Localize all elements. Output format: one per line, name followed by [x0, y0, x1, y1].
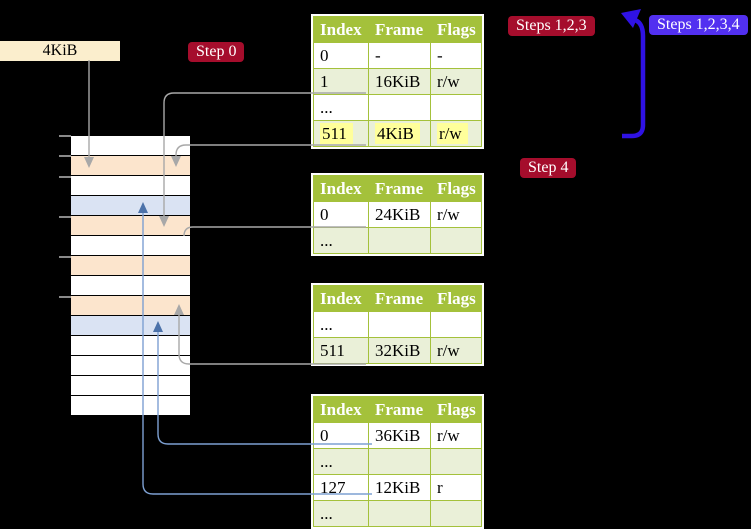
table-cell: [430, 227, 482, 254]
table-row: ...: [313, 500, 482, 527]
table-cell: r/w: [430, 201, 482, 228]
table-row: ...: [313, 311, 482, 338]
table-cell: [430, 311, 482, 338]
table-cell: [368, 311, 431, 338]
memory-row: [71, 176, 190, 195]
table-cell: [368, 94, 431, 121]
table-cell: r: [430, 474, 482, 501]
steps-123-badge: Steps 1,2,3: [508, 16, 595, 36]
table-header-cell: Flags: [430, 16, 482, 43]
table-cell: [368, 227, 431, 254]
table-header-cell: Frame: [368, 396, 431, 423]
table-cell: ...: [313, 500, 369, 527]
memory-row: [71, 296, 190, 315]
memory-tick: [59, 216, 71, 218]
physical-memory-column: [71, 136, 190, 415]
table-row: ...: [313, 448, 482, 475]
table-header-cell: Flags: [430, 175, 482, 202]
table-header-cell: Index: [313, 396, 369, 423]
table-cell: [430, 448, 482, 475]
table-cell: 0: [313, 201, 369, 228]
table-header-cell: Index: [313, 175, 369, 202]
memory-row: [71, 136, 190, 155]
table-cell: 511: [313, 337, 369, 364]
memory-row: [71, 356, 190, 375]
memory-row: [71, 316, 190, 335]
table-cell: [368, 500, 431, 527]
steps-loop-arrow: [621, 9, 646, 139]
table-row: ...: [313, 94, 482, 121]
table-cell: 32KiB: [368, 337, 431, 364]
table-cell: r/w: [430, 337, 482, 364]
table-header-cell: Index: [313, 285, 369, 312]
table-cell: r/w: [430, 68, 482, 95]
table-header-cell: Frame: [368, 285, 431, 312]
table-cell: r/w: [430, 422, 482, 449]
table-cell: 12KiB: [368, 474, 431, 501]
table-cell: ...: [313, 448, 369, 475]
step-4-badge: Step 4: [520, 158, 577, 178]
table-cell: 0: [313, 422, 369, 449]
table-cell: 24KiB: [368, 201, 431, 228]
memory-row: [71, 196, 190, 215]
table-cell: ...: [313, 227, 369, 254]
table-cell: -: [430, 42, 482, 69]
step-0-badge: Step 0: [188, 42, 245, 62]
memory-row: [71, 376, 190, 395]
table-cell: 16KiB: [368, 68, 431, 95]
memory-tick: [59, 296, 71, 298]
memory-tick: [59, 135, 71, 137]
table-row: 0--: [313, 42, 482, 69]
memory-tick: [59, 155, 71, 157]
table-header-cell: Frame: [368, 175, 431, 202]
table-cell: 0: [313, 42, 369, 69]
table-row: ...: [313, 227, 482, 254]
table-cell: ...: [313, 311, 369, 338]
memory-row: [71, 336, 190, 355]
table-cell: 4KiB: [368, 120, 431, 147]
steps-1234-badge: Steps 1,2,3,4: [649, 15, 748, 35]
table-cell: 1: [313, 68, 369, 95]
table-header-cell: Index: [313, 16, 369, 43]
memory-row: [71, 156, 190, 175]
table-cell: 36KiB: [368, 422, 431, 449]
memory-row: [71, 236, 190, 255]
table-header-cell: Frame: [368, 16, 431, 43]
table-cell: [430, 500, 482, 527]
memory-row: [71, 276, 190, 295]
table-cell: r/w: [430, 120, 482, 147]
memory-tick: [59, 176, 71, 178]
table-cell: 511: [313, 120, 369, 147]
table-cell: 127: [313, 474, 369, 501]
table-header-cell: Flags: [430, 396, 482, 423]
frame-size-label: 4KiB: [0, 41, 120, 61]
memory-row: [71, 216, 190, 235]
memory-tick: [59, 256, 71, 258]
table-cell: ...: [313, 94, 369, 121]
table-cell: [430, 94, 482, 121]
table-cell: -: [368, 42, 431, 69]
memory-row: [71, 256, 190, 275]
memory-row: [71, 396, 190, 415]
table-header-cell: Flags: [430, 285, 482, 312]
table-cell: [368, 448, 431, 475]
